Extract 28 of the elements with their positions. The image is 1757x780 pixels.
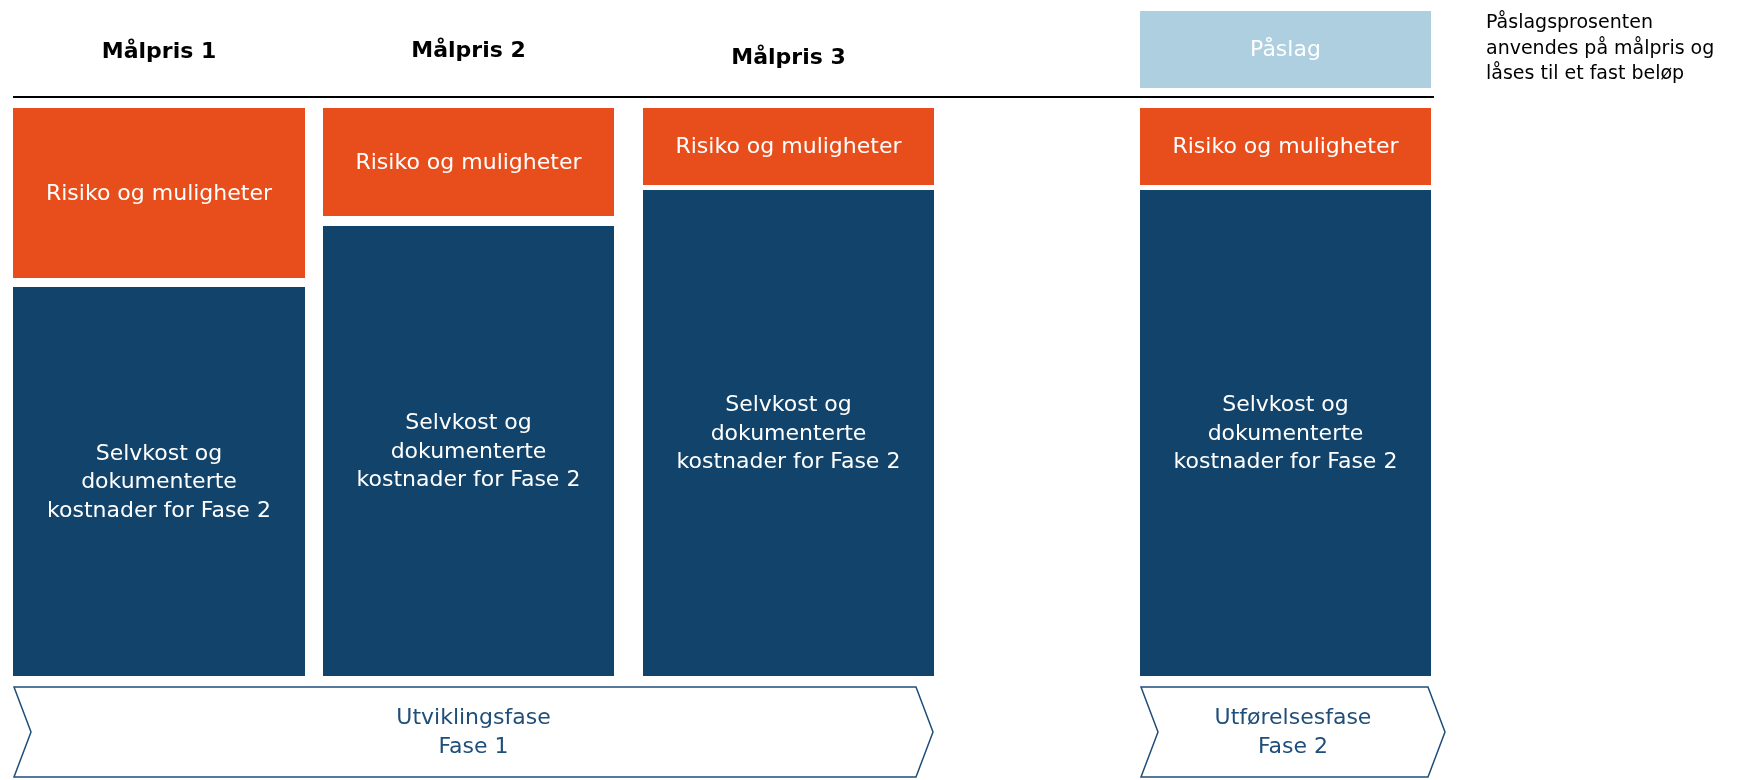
risk-block (13, 108, 305, 278)
block-label: Selvkost og dokumenterte kostnader for Fase 2 (355, 408, 582, 494)
column-heading: Målpris 1 (100, 38, 218, 63)
cost-block (323, 226, 614, 676)
phase-label: Fase 1 (438, 732, 509, 760)
block-label: Risiko og muligheter (45, 178, 273, 207)
block-label: Selvkost og dokumenterte kostnader for Fase 2 (1172, 390, 1399, 476)
note-text: Påslagsprosenten anvendes på målpris og låses til et fast beløp (1486, 9, 1716, 86)
phase-label: Utviklingsfase (396, 703, 551, 732)
column-heading: Målpris 3 (730, 44, 847, 69)
risk-block (323, 108, 614, 216)
block-label: Selvkost og dokumenterte kostnader for Fase 2 (675, 390, 902, 476)
block-label: Selvkost og dokumenterte kostnader for Fase 2 (46, 438, 272, 524)
risk-block (643, 108, 934, 185)
phase-chevron (13, 686, 934, 778)
phase-label: Utførelsesfase (1214, 703, 1372, 732)
cost-block (13, 287, 305, 676)
block-label: Risiko og muligheter (675, 132, 902, 161)
risk-block (1140, 108, 1431, 185)
cost-block (1140, 190, 1431, 676)
markup-block (1140, 11, 1431, 88)
column-heading: Målpris 2 (410, 37, 527, 62)
phase-label: Fase 2 (1257, 732, 1329, 760)
cost-block (643, 190, 934, 676)
block-label: Påslag (1250, 35, 1321, 64)
block-label: Risiko og muligheter (1172, 132, 1399, 161)
phase-chevron (1140, 686, 1446, 778)
block-label: Risiko og muligheter (355, 147, 582, 176)
